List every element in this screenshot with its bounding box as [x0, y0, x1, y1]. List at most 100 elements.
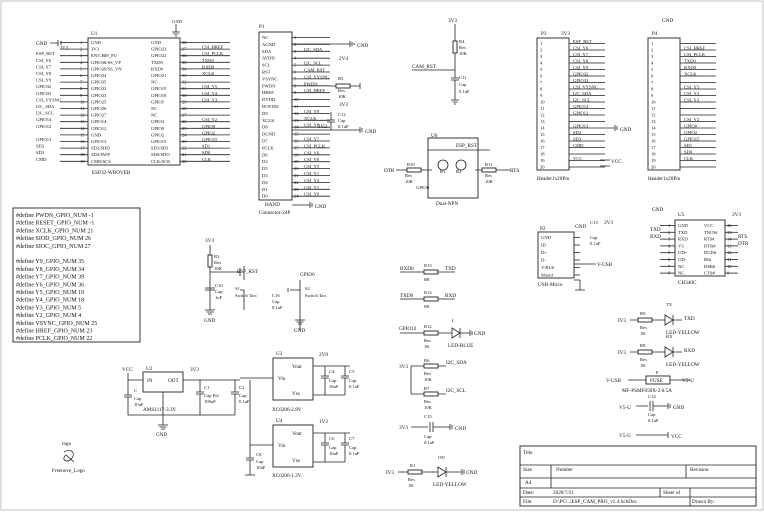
- p3-pin-num: 11: [540, 106, 545, 111]
- led-rx-circuit: 3V3 R8 Res 1K RX LED-YELLOW RXD: [617, 334, 700, 368]
- esp32-left-net: SD3: [36, 150, 45, 155]
- define-line: #define HREF_GPIO_NUM 23: [16, 328, 92, 335]
- esp32-right-net: CLK: [202, 157, 212, 162]
- dual-npn-name: Dual-NPN: [436, 201, 458, 207]
- led-on-label: ON: [438, 455, 445, 460]
- r11-type: Res: [485, 173, 492, 178]
- p4-pin-num: 20: [651, 165, 656, 170]
- led-tx-label: TX: [666, 302, 673, 307]
- led-on-gnd: GND: [466, 470, 477, 476]
- r8-type: Res: [640, 357, 647, 362]
- connector-net: CAM_RST: [304, 68, 325, 73]
- p3-pin-num: 7: [540, 80, 543, 85]
- esp32-top-gnd-symbol: [172, 24, 180, 37]
- c11-val: 0.1uF: [459, 89, 470, 94]
- p3-net: CSI_Y9: [573, 65, 589, 70]
- p4-pin-num: 15: [651, 132, 656, 137]
- fuse-label: FUSE: [650, 378, 663, 384]
- esp32-3v3-label: 3V3: [60, 45, 69, 50]
- connector-net: CSI_Y5: [304, 164, 320, 169]
- esp32-left-pin-name: GPIO34: [91, 73, 107, 78]
- connector-pin-name: AVDD: [262, 56, 275, 61]
- ch340-left-pin: UD+: [678, 250, 688, 255]
- p4-net: CSI_Y2: [684, 117, 700, 122]
- esp32-left-pin-name: GPIO26: [91, 106, 107, 111]
- r7-net: I2C_SCL: [446, 388, 466, 394]
- connector-pin-name: D1: [262, 187, 268, 192]
- connector-net: CSI_Y6: [304, 150, 320, 155]
- r3-val: 10K: [214, 266, 223, 271]
- logo-name: Freenove_Logo: [52, 468, 85, 474]
- led-on-name: LED-YELLOW: [433, 482, 467, 488]
- esp32-left-pin-name: GPIO36/SS_VP: [91, 60, 121, 65]
- ch340-rts: RTS: [738, 234, 747, 240]
- ch340-gnd: GND: [652, 207, 663, 213]
- p4-pin-num: 17: [651, 145, 656, 150]
- esp32-right-pin-name: GPIO21: [151, 73, 167, 78]
- rst-3v3: 3V3: [205, 238, 214, 244]
- connector-pin-name: DGND: [262, 132, 276, 137]
- connector-body: [258, 31, 293, 201]
- r6-val: 10K: [424, 377, 433, 382]
- r12-type: Res: [424, 338, 431, 343]
- u2-out: OUT: [168, 378, 179, 384]
- p4-pin-num: 10: [651, 100, 656, 105]
- esp32-left-pin-name: GPIO25: [91, 99, 107, 104]
- led-blue-ref: L: [452, 318, 455, 323]
- usb-pin-name: D-: [541, 258, 546, 263]
- esp32-left-pin-name: CMD/SCS: [91, 159, 111, 164]
- connector-3v3: 3V3: [339, 102, 348, 108]
- cam-rst-3v3: 3V3: [448, 18, 457, 24]
- connector-net: CSI_HREF: [304, 88, 326, 93]
- c5-ref: C5: [349, 369, 355, 374]
- ch340-right-pin: DSR#: [704, 264, 716, 269]
- u4-vss: Vss: [292, 458, 300, 464]
- esp32-left-pin-name: EN/CHIP_PU: [91, 53, 118, 58]
- connector-net: CSI_Y8: [304, 123, 320, 128]
- r8-ref: R8: [640, 343, 646, 348]
- r6-net: I2C_SDA: [446, 360, 467, 366]
- s2-ref: S2: [305, 286, 311, 291]
- fuse-name: MF-PSMF050X-2 0.5A: [622, 388, 672, 394]
- r5-ref: R5: [338, 76, 344, 81]
- esp32-module: U1 ESP32-WROVER GND13V32EN/CHIP_PU3ESP_R…: [36, 19, 230, 176]
- esp32-left-net: GPIO32: [36, 84, 52, 89]
- esp32-left-pin-name: GND: [91, 40, 102, 45]
- define-line: #define XCLK_GPIO_NUM 21: [16, 227, 93, 234]
- r9-type: Res: [640, 325, 647, 330]
- esp32-left-pin-name: GPIO35: [91, 80, 107, 85]
- c13-val: 0.1uF: [590, 241, 601, 246]
- u4-vout: Vout: [292, 431, 302, 437]
- c4-type: Cap: [329, 378, 337, 383]
- u3-vss: Vss: [292, 391, 300, 397]
- dual-npn-ref: U6: [431, 133, 438, 139]
- title-block: Title Size A4 Number Revision Date: 2020…: [519, 445, 757, 507]
- p3-name: Header1x20Pin: [537, 176, 570, 182]
- c1-ref: C1: [204, 385, 210, 390]
- esp32-left-pins: GND13V32EN/CHIP_PU3ESP_RSTGPIO36/SS_VP4C…: [36, 40, 122, 164]
- cam-rst-net: CAM_RST: [412, 64, 437, 70]
- r10-type: Res: [405, 173, 412, 178]
- dual-npn-body: [427, 137, 479, 199]
- c4-ref: C4: [329, 369, 335, 374]
- connector-net: CSI_Y0: [304, 192, 320, 197]
- u2-cin-type: Cap: [134, 396, 142, 401]
- usb-ref: P2: [540, 226, 546, 232]
- connector-net: XCLK: [304, 116, 317, 121]
- tb-number-label: Number: [556, 467, 573, 473]
- p3-pin-num: 8: [540, 87, 543, 92]
- esp32-right-pin-name: GPIO18: [151, 93, 167, 98]
- c16-ref: C16: [272, 293, 280, 298]
- p4-pin-num: 9: [651, 93, 654, 98]
- rst-net: ESP_RST: [237, 269, 259, 275]
- tb-date: 2020/7/21: [553, 490, 574, 496]
- connector-pin-name: VSYNC: [262, 76, 278, 81]
- esp32-left-pin-name: GPIO13: [91, 139, 107, 144]
- esp32-right-pin-name: RXD0: [151, 66, 164, 71]
- connector-gnd-top: GND: [357, 43, 368, 49]
- p3-pin-num: 10: [540, 100, 545, 105]
- u4-ref: U4: [276, 418, 283, 424]
- c8-ref: C8: [256, 452, 262, 457]
- p4-pin-num: 2: [651, 48, 654, 53]
- esp32-right-net: XCLK: [202, 71, 215, 76]
